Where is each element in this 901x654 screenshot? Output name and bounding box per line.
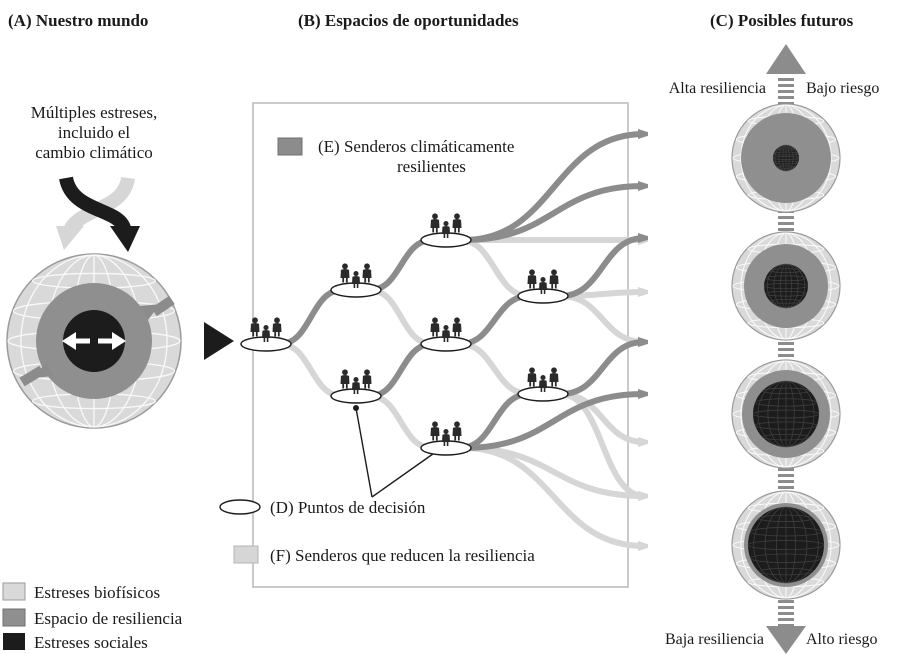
- low-risk-label: Bajo riesgo: [806, 80, 879, 97]
- key-social-swatch: [3, 633, 25, 650]
- reducing-path-end: [463, 445, 644, 546]
- resilient-path-segment: [459, 293, 530, 347]
- future-globe: [731, 359, 841, 469]
- stress-label-line1: Múltiples estreses,: [31, 103, 158, 122]
- decision-node: [240, 317, 292, 352]
- stress-arrows: [56, 176, 140, 252]
- future-globe: [731, 231, 841, 341]
- reducing-path-segment: [369, 393, 433, 451]
- reducing-path-end: [560, 293, 644, 342]
- high-resilience-label: Alta resiliencia: [669, 80, 766, 97]
- key-resilience-swatch: [2, 608, 26, 627]
- stress-label-line3: cambio climático: [35, 143, 153, 162]
- transition-arrow-icon: [204, 322, 234, 360]
- decision-node: [420, 317, 472, 352]
- decision-node: [330, 263, 382, 298]
- resilient-path-segment: [369, 341, 433, 399]
- future-globe: [731, 103, 841, 213]
- reducing-path-segment: [459, 341, 530, 397]
- reducing-path-segment: [459, 237, 530, 299]
- color-key: Estreses biofísicos Espacio de resilienc…: [2, 582, 183, 652]
- resilient-path-end: [463, 394, 644, 451]
- high-risk-label: Alto riesgo: [806, 631, 878, 648]
- panel-b-title: (B) Espacios de oportunidades: [298, 11, 519, 30]
- down-arrow-icon: [766, 626, 806, 654]
- resilient-path-end: [463, 186, 644, 243]
- legend-decision-ellipse: [219, 499, 261, 515]
- future-globes: [731, 103, 841, 600]
- key-social-label: Estreses sociales: [34, 633, 148, 652]
- up-arrow-icon: [766, 44, 806, 74]
- legend-reducing-swatch: [233, 545, 259, 564]
- reducing-path-segment: [279, 341, 343, 399]
- panel-a-title: (A) Nuestro mundo: [8, 11, 148, 30]
- key-resilience-label: Espacio de resiliencia: [34, 609, 183, 628]
- resilient-path-segment: [279, 287, 343, 347]
- panel-c-title: (C) Posibles futuros: [710, 11, 854, 30]
- decision-node: [517, 269, 569, 304]
- resilient-path-segment: [369, 237, 433, 293]
- reducing-path-segment: [369, 287, 433, 347]
- decision-node: [420, 213, 472, 248]
- resilient-path-end: [560, 238, 644, 299]
- legend-decision-label: (D) Puntos de decisión: [270, 498, 426, 517]
- low-resilience-label: Baja resiliencia: [665, 631, 764, 648]
- legend-resilient-swatch: [277, 137, 303, 156]
- legend-reducing-label: (F) Senderos que reducen la resiliencia: [270, 546, 535, 565]
- decision-nodes: [240, 213, 569, 456]
- key-biophysical-label: Estreses biofísicos: [34, 583, 160, 602]
- decision-node: [420, 421, 472, 456]
- stress-label-line2: incluido el: [58, 123, 131, 142]
- world-globe: [6, 253, 182, 429]
- future-globe: [731, 490, 841, 600]
- expand-arrows-icon: [62, 332, 126, 350]
- key-biophysical-swatch: [2, 582, 26, 601]
- decision-node: [517, 367, 569, 402]
- reducing-path-end: [560, 391, 644, 496]
- resilient-path-end: [560, 342, 644, 397]
- legend-resilient-line1: (E) Senderos climáticamente: [318, 137, 514, 156]
- legend-resilient-line2: resilientes: [397, 157, 466, 176]
- decision-node: [330, 369, 382, 404]
